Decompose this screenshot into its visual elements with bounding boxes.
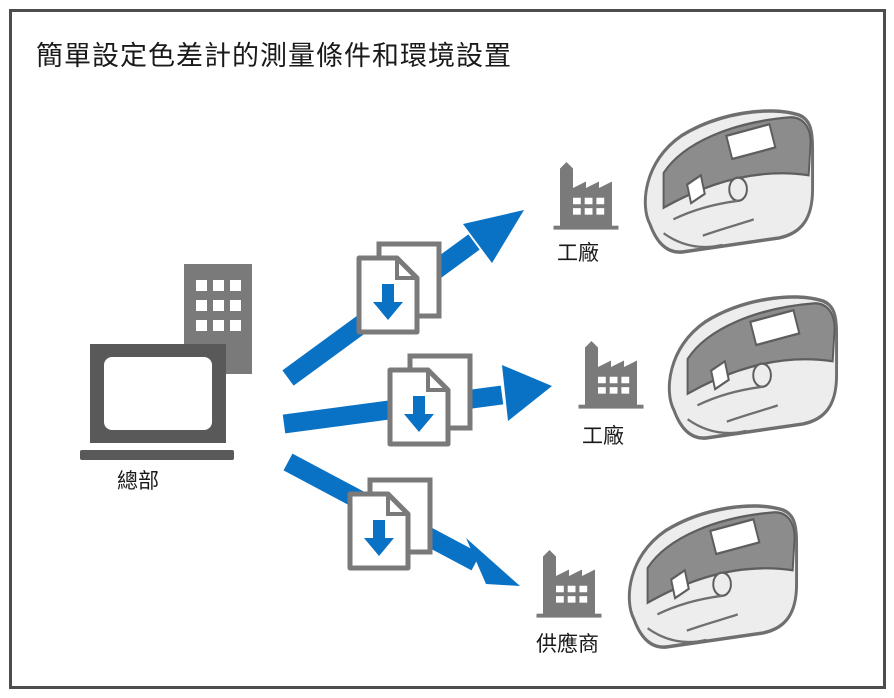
laptop-icon xyxy=(80,344,234,460)
colorimeter-device xyxy=(627,504,799,649)
document-download-icon xyxy=(359,244,439,332)
colorimeter-device xyxy=(643,109,815,254)
headquarters-label: 總部 xyxy=(117,469,159,493)
destination-label: 工廠 xyxy=(557,241,599,265)
factory-icon xyxy=(536,550,602,618)
factory-icon xyxy=(553,162,619,230)
factory-icon xyxy=(578,341,644,409)
destination-label: 供應商 xyxy=(536,632,599,656)
destination-label: 工廠 xyxy=(582,424,624,448)
page-title: 簡單設定色差計的測量條件和環境設置 xyxy=(36,41,512,72)
document-download-icon xyxy=(350,480,430,568)
document-download-icon xyxy=(390,356,470,444)
colorimeter-device xyxy=(667,295,839,440)
